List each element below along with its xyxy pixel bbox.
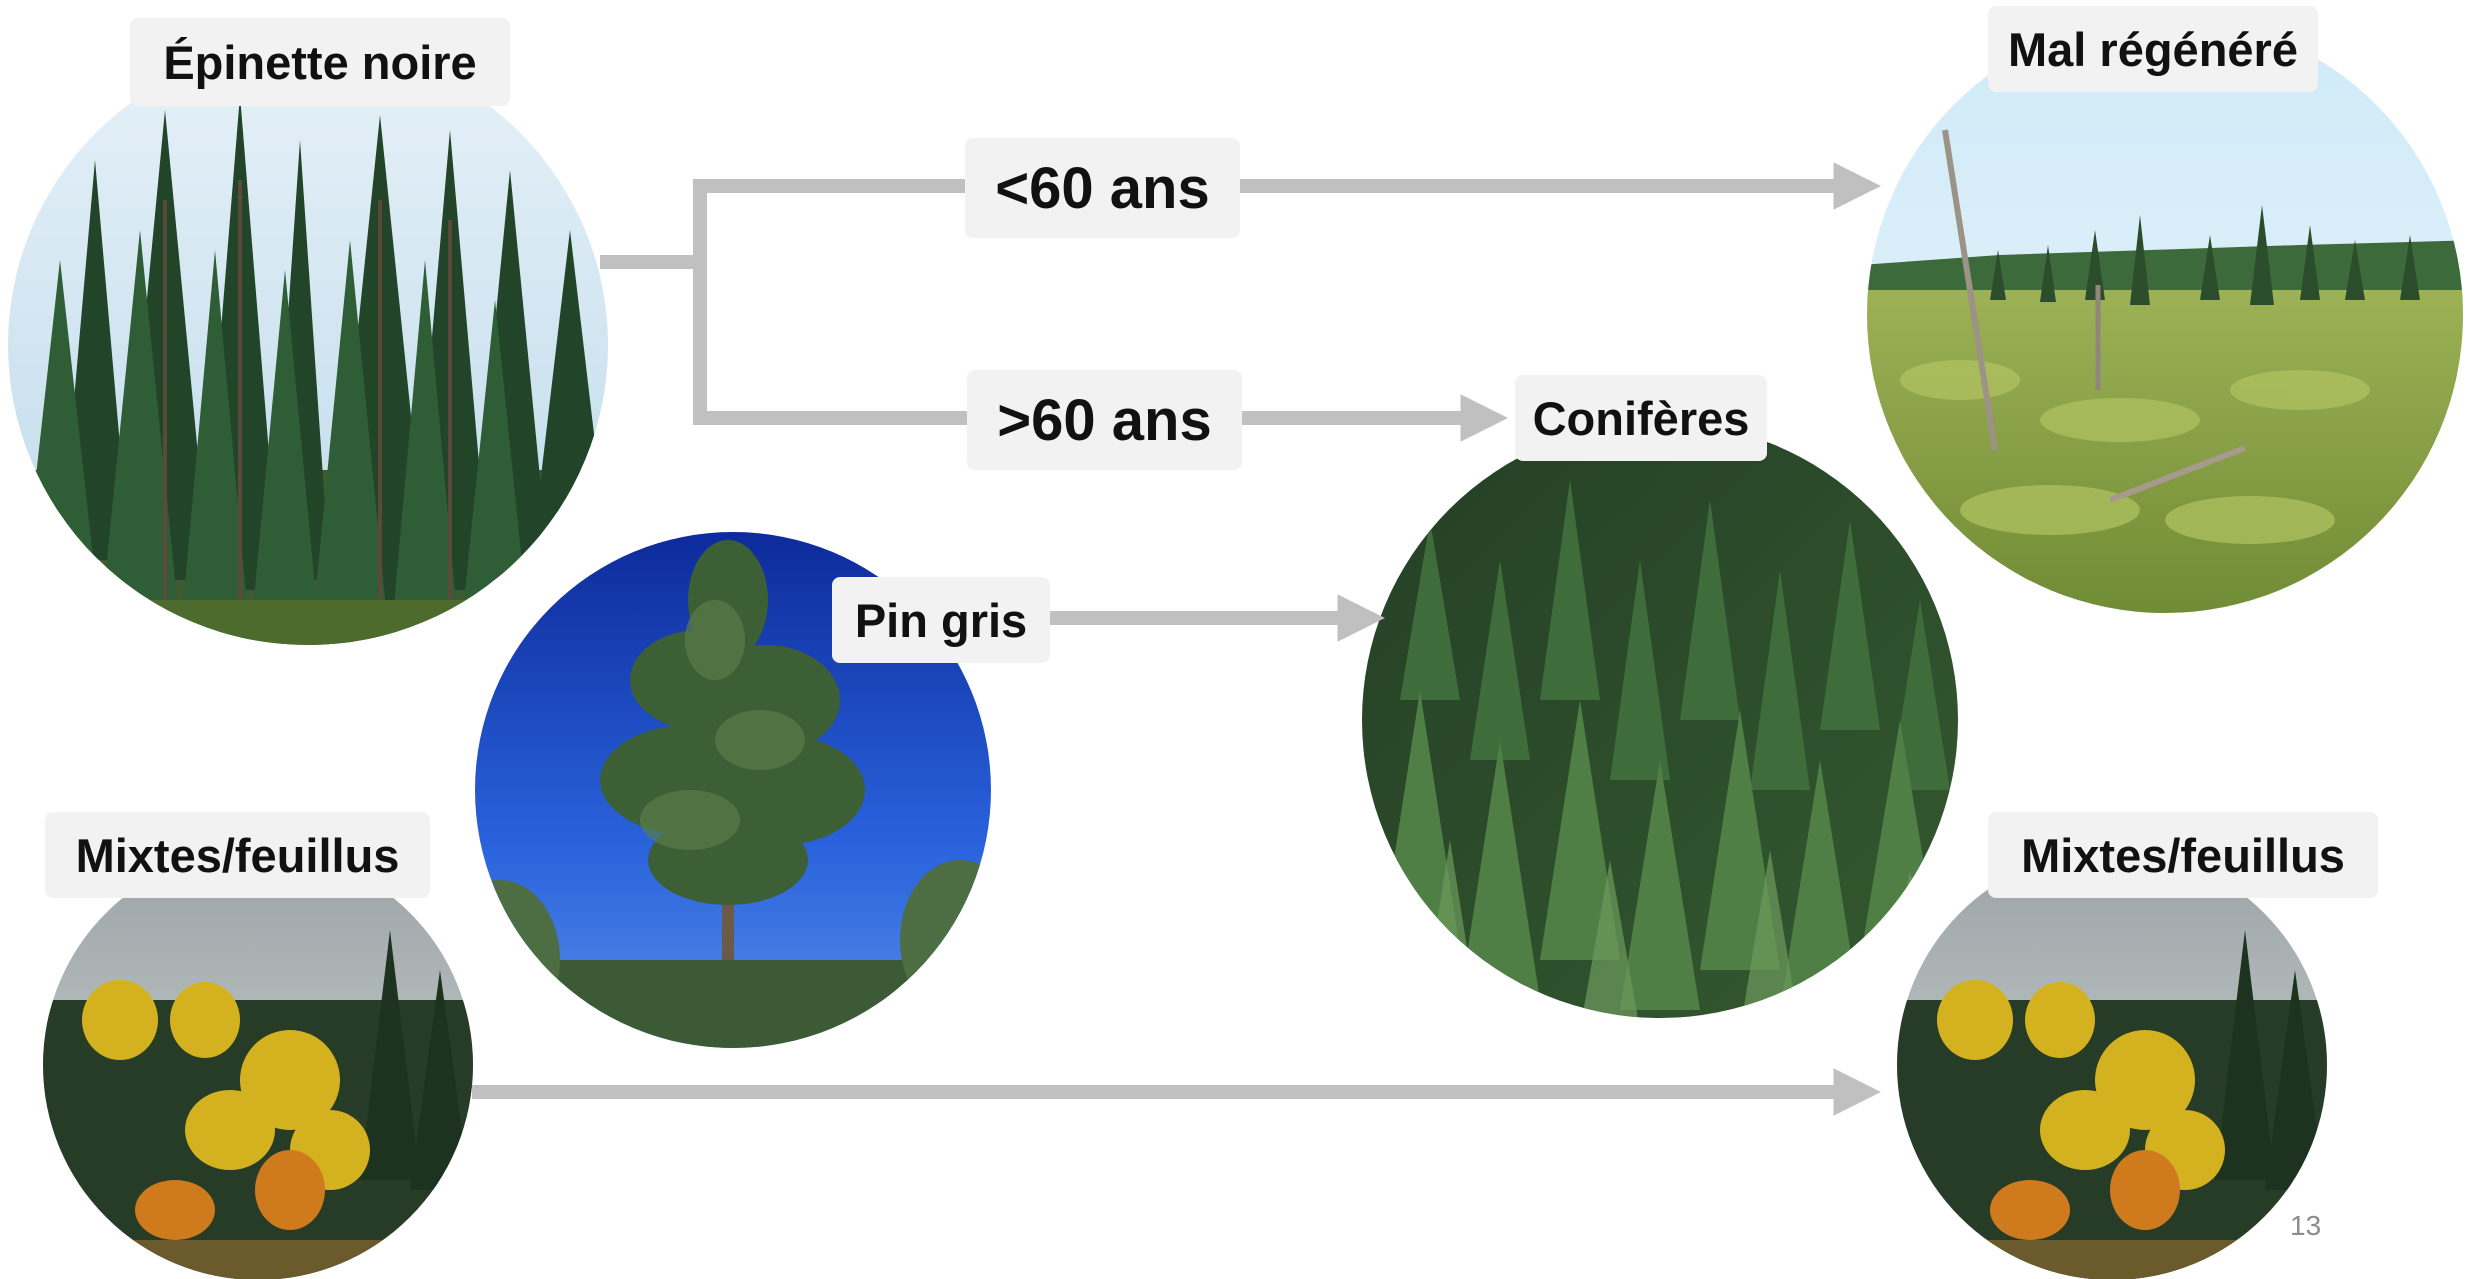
conifers-label: Conifères	[1515, 375, 1767, 461]
over-60-years-label: >60 ans	[967, 370, 1242, 470]
mixed-deciduous-left-photo	[43, 850, 473, 1279]
conifers-photo	[1362, 422, 1958, 1018]
mixed-deciduous-right-label: Mixtes/feuillus	[1988, 812, 2378, 898]
mixed-deciduous-left-label: Mixtes/feuillus	[45, 812, 430, 898]
jack-pine-label: Pin gris	[832, 577, 1050, 663]
poorly-regenerated-label: Mal régénéré	[1988, 6, 2318, 92]
poorly-regenerated-photo	[1867, 17, 2463, 613]
under-60-years-label: <60 ans	[965, 138, 1240, 238]
black-spruce-photo	[8, 45, 608, 645]
black-spruce-label: Épinette noire	[130, 18, 510, 106]
jack-pine-photo	[475, 532, 991, 1048]
page-number: 13	[2290, 1210, 2322, 1241]
mixed-deciduous-right-photo	[1897, 850, 2327, 1279]
